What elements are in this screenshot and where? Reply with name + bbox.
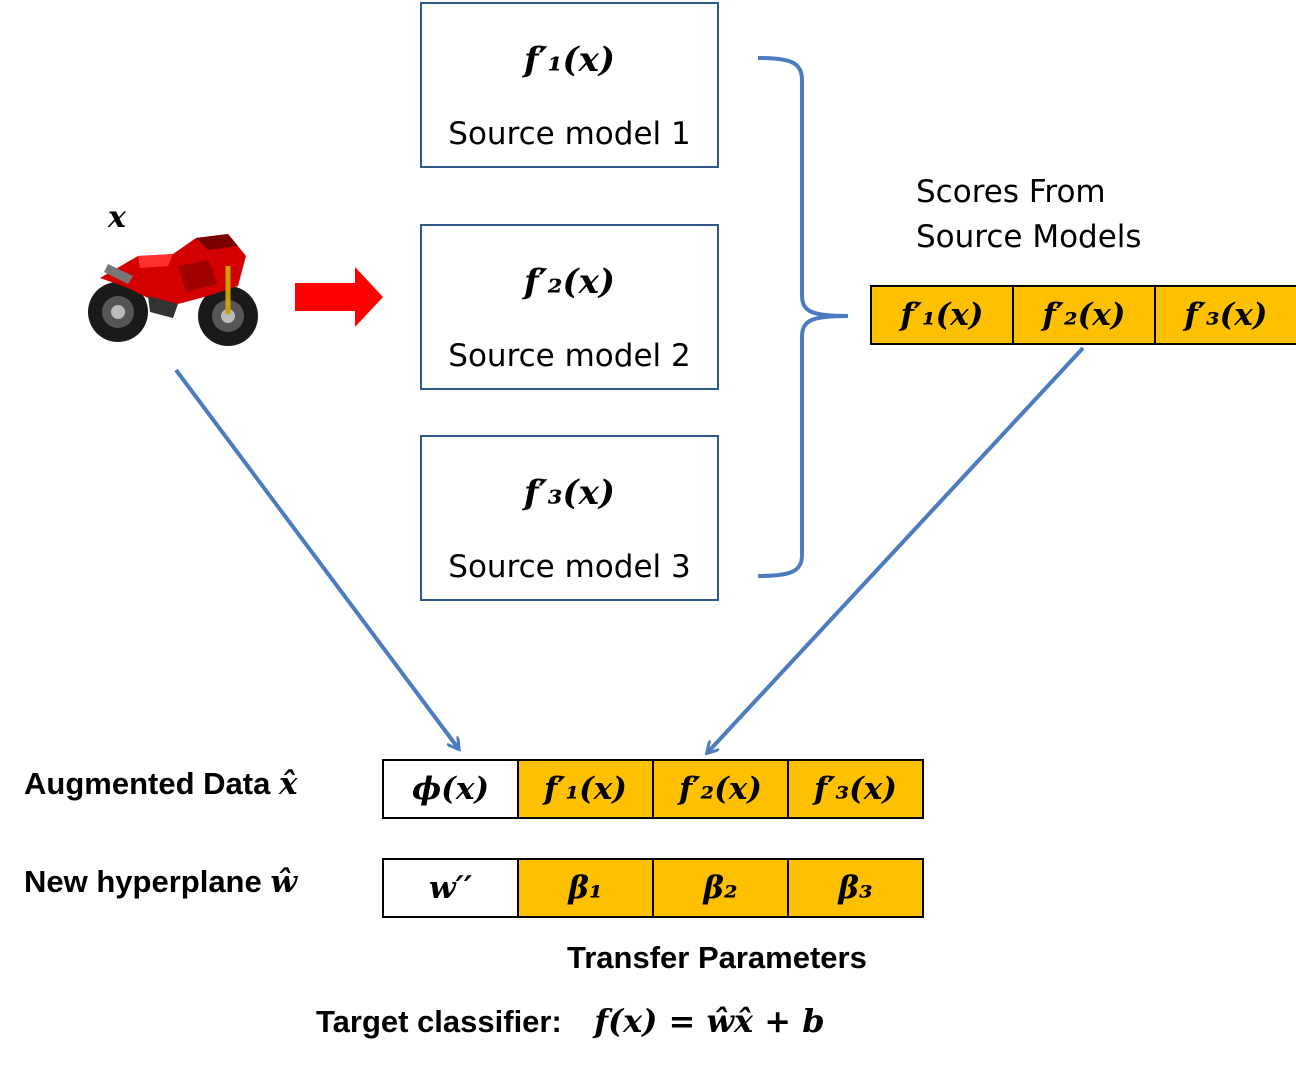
- augmented-symbol: x̂: [278, 766, 298, 802]
- source-model-3-label: Source model 3: [448, 549, 691, 585]
- hyperplane-cell-beta2: β₂: [652, 858, 789, 918]
- motorcycle-image: [88, 234, 258, 346]
- augmented-label: Augmented Data x̂: [24, 766, 297, 802]
- source-model-2-box: f′₂(x) Source model 2: [420, 224, 719, 390]
- transfer-parameters-label: Transfer Parameters: [567, 940, 867, 975]
- input-variable: x: [108, 200, 126, 235]
- image-to-augmented-arrow: [174, 368, 458, 748]
- target-classifier-label: Target classifier:: [316, 1004, 562, 1039]
- hyperplane-cell-beta1: β₁: [517, 858, 654, 918]
- score-cell-2: f′₂(x): [1012, 285, 1156, 345]
- score-cell-3: f′₃(x): [1154, 285, 1296, 345]
- augmented-cell-phi: ϕ(x): [382, 759, 519, 819]
- scores-to-augmented-arrow: [708, 346, 1085, 752]
- augmented-cell-3: f′₃(x): [787, 759, 924, 819]
- grouping-brace: [757, 56, 849, 578]
- hyperplane-symbol: ŵ: [270, 864, 298, 900]
- source-model-1-label: Source model 1: [448, 116, 691, 152]
- hyperplane-cell-beta3: β₃: [787, 858, 924, 918]
- augmented-label-text: Augmented Data: [24, 766, 271, 801]
- scores-title-line1: Scores From: [916, 174, 1106, 210]
- target-classifier: Target classifier: f(x) = ŵx̂ + b: [316, 1002, 825, 1040]
- source-model-3-box: f′₃(x) Source model 3: [420, 435, 719, 601]
- target-classifier-formula: f(x) = ŵx̂ + b: [594, 1002, 825, 1040]
- source-model-1-box: f′₁(x) Source model 1: [420, 2, 719, 168]
- hyperplane-row: w′′ β₁ β₂ β₃: [382, 858, 924, 918]
- augmented-cell-2: f′₂(x): [652, 759, 789, 819]
- source-model-1-formula: f′₁(x): [524, 40, 615, 80]
- augmented-row: ϕ(x) f′₁(x) f′₂(x) f′₃(x): [382, 759, 924, 819]
- hyperplane-cell-w: w′′: [382, 858, 519, 918]
- scores-row: f′₁(x) f′₂(x) f′₃(x): [870, 285, 1296, 345]
- augmented-cell-1: f′₁(x): [517, 759, 654, 819]
- score-cell-1: f′₁(x): [870, 285, 1014, 345]
- source-model-2-formula: f′₂(x): [524, 262, 615, 302]
- scores-title: Scores From Source Models: [916, 170, 1142, 260]
- source-model-3-formula: f′₃(x): [524, 473, 615, 513]
- red-arrow-icon: [295, 267, 383, 327]
- hyperplane-label: New hyperplane ŵ: [24, 864, 297, 900]
- source-model-2-label: Source model 2: [448, 338, 691, 374]
- hyperplane-label-text: New hyperplane: [24, 864, 262, 899]
- scores-title-line2: Source Models: [916, 219, 1142, 255]
